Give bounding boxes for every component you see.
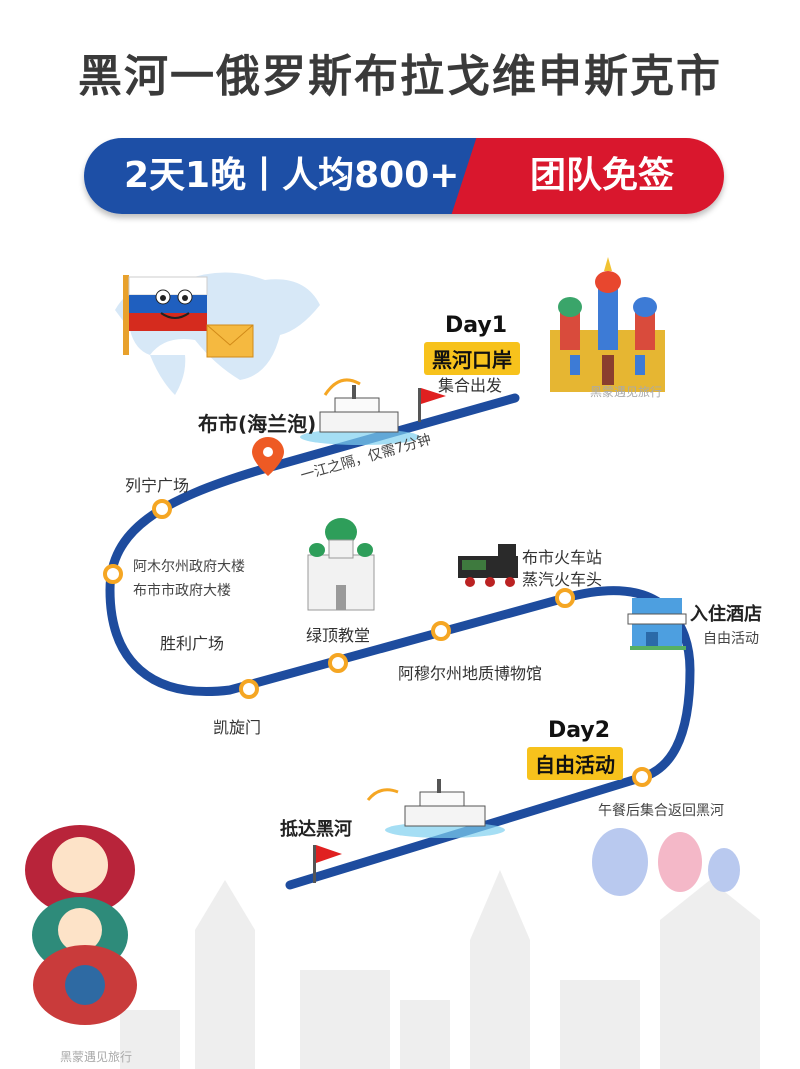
- day1-tag: 黑河口岸: [424, 342, 520, 375]
- return-note: 午餐后集合返回黑河: [598, 803, 724, 819]
- stop-day2: [632, 767, 652, 787]
- matryoshka-doll-illustration: [592, 828, 740, 896]
- station-label: 布市火车站: [522, 548, 603, 567]
- route-line: [105, 393, 695, 890]
- world-map-flag-illustration: [115, 272, 320, 395]
- ferry-icon: [385, 779, 505, 838]
- stop-victory: [328, 653, 348, 673]
- stop-station: [555, 588, 575, 608]
- steam-train-icon: [458, 544, 518, 587]
- green-church-icon: [307, 518, 375, 611]
- visa-label: 团队免签: [480, 138, 724, 214]
- bushi-label: 布市(海兰泡): [198, 412, 317, 436]
- day2-label: Day2: [548, 718, 611, 743]
- ferry-arrow-icon: [323, 378, 361, 396]
- stop-government: [103, 564, 123, 584]
- lenin-square-label: 列宁广场: [125, 476, 190, 495]
- museum-label: 阿穆尔州地质博物馆: [398, 664, 543, 683]
- arch-label: 凯旋门: [213, 718, 262, 737]
- watermark-logo: 黑蒙遇见旅行: [590, 385, 663, 399]
- victory-square-label: 胜利广场: [160, 634, 225, 653]
- hotel-label: 入住酒店: [690, 604, 762, 625]
- stop-arch: [239, 679, 259, 699]
- duration-price-label: 2天1晚丨人均800+: [84, 138, 484, 214]
- flag-icon: [418, 388, 446, 422]
- flag-icon: [313, 845, 342, 883]
- day1-note: 集合出发: [438, 376, 503, 395]
- page-title: 黑河一俄罗斯布拉戈维申斯克市: [78, 51, 722, 102]
- amur-gov-label: 阿木尔州政府大楼: [133, 559, 245, 575]
- hotel-note: 自由活动: [703, 631, 759, 647]
- ferry-icon: [300, 385, 420, 445]
- stop-museum: [431, 621, 451, 641]
- day2-tag: 自由活动: [527, 747, 623, 780]
- arrive-label: 抵达黑河: [280, 819, 352, 840]
- stop-lenin-square: [152, 499, 172, 519]
- matryoshka-doll-illustration: [25, 825, 137, 1025]
- ferry-arrow-icon: [366, 788, 399, 801]
- watermark-logo: 黑蒙遇见旅行: [60, 1050, 133, 1064]
- cathedral-illustration: [550, 257, 665, 392]
- day1-label: Day1: [445, 313, 508, 338]
- city-gov-label: 布市市政府大楼: [133, 583, 231, 599]
- trip-banner: 2天1晚丨人均800+ 团队免签: [84, 138, 724, 214]
- church-label: 绿顶教堂: [306, 626, 371, 645]
- skyline-illustration: [120, 870, 760, 1069]
- hotel-icon: [627, 598, 687, 650]
- steam-train-label: 蒸汽火车头: [522, 570, 603, 589]
